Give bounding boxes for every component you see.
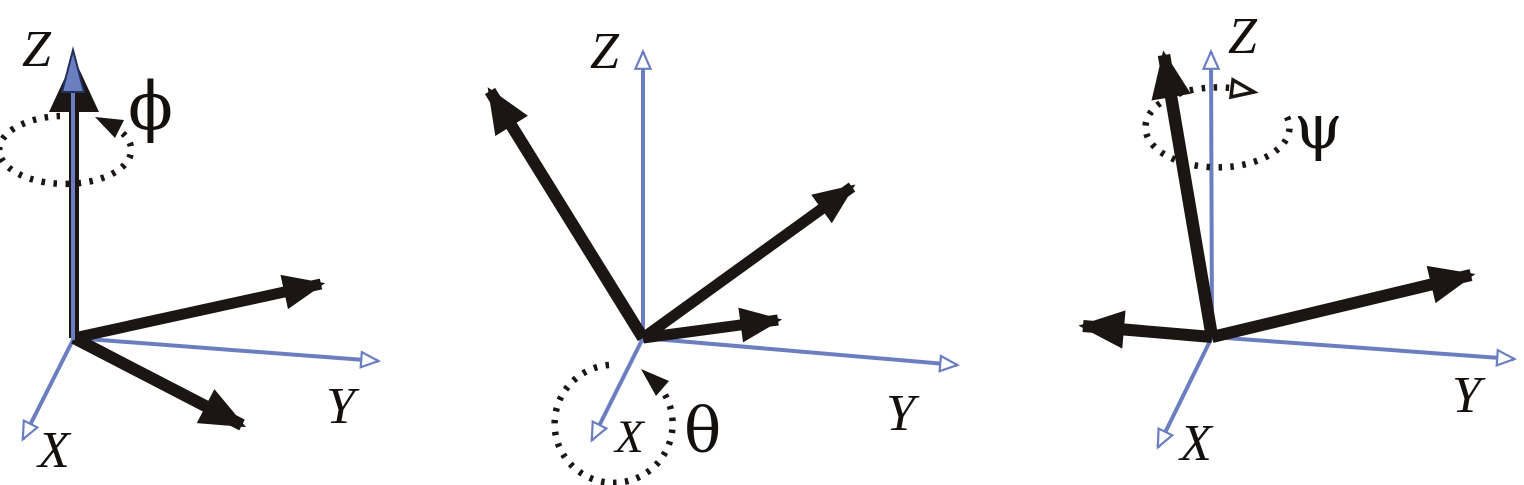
angle-label-theta: θ <box>684 394 721 467</box>
y-axis <box>73 336 382 369</box>
y-axis-label: Y <box>886 385 920 442</box>
rotation-arc-theta <box>551 361 676 485</box>
x-axis <box>1156 336 1214 450</box>
x-axis-label: X <box>613 411 646 463</box>
rotated-x-arrow <box>1078 310 1213 349</box>
panel-second-rotation: Z θ Y X <box>484 23 961 485</box>
rotated-y-arrow <box>639 182 856 343</box>
angle-label-phi: ϕ <box>128 68 173 145</box>
line-of-nodes-arrow <box>642 307 783 344</box>
rotated-z-arrow <box>1151 50 1219 339</box>
rotation-arc-phi-arrowhead-icon <box>95 117 124 138</box>
panel-third-rotation: Z ψ Y X <box>1078 8 1518 472</box>
y-axis-label: Y <box>1452 367 1486 424</box>
panel-first-rotation: Z ϕ Y X <box>0 21 382 479</box>
z-axis-label: Z <box>1228 8 1258 65</box>
x-axis-label: X <box>36 422 72 479</box>
rotation-arc-theta-arrowhead-icon <box>641 369 669 396</box>
angle-label-psi: ψ <box>1294 90 1343 163</box>
z-axis-arrowhead <box>60 46 86 93</box>
rotated-z-arrow <box>484 87 649 342</box>
y-axis <box>1211 335 1518 367</box>
rotation-arc-phi <box>0 112 135 188</box>
x-axis-label: X <box>1178 415 1214 472</box>
x-axis <box>590 337 645 443</box>
rotated-x-arrow <box>71 332 247 431</box>
rotated-y-arrow <box>72 274 326 344</box>
y-axis-label: Y <box>326 378 360 435</box>
rotation-arc-psi-arrowhead-icon <box>1228 77 1259 100</box>
rotated-y-arrow <box>1210 265 1476 343</box>
z-axis <box>1201 48 1221 338</box>
x-axis <box>21 337 76 442</box>
z-axis-label: Z <box>22 21 52 78</box>
z-axis-label: Z <box>590 23 620 80</box>
y-axis <box>642 336 961 373</box>
